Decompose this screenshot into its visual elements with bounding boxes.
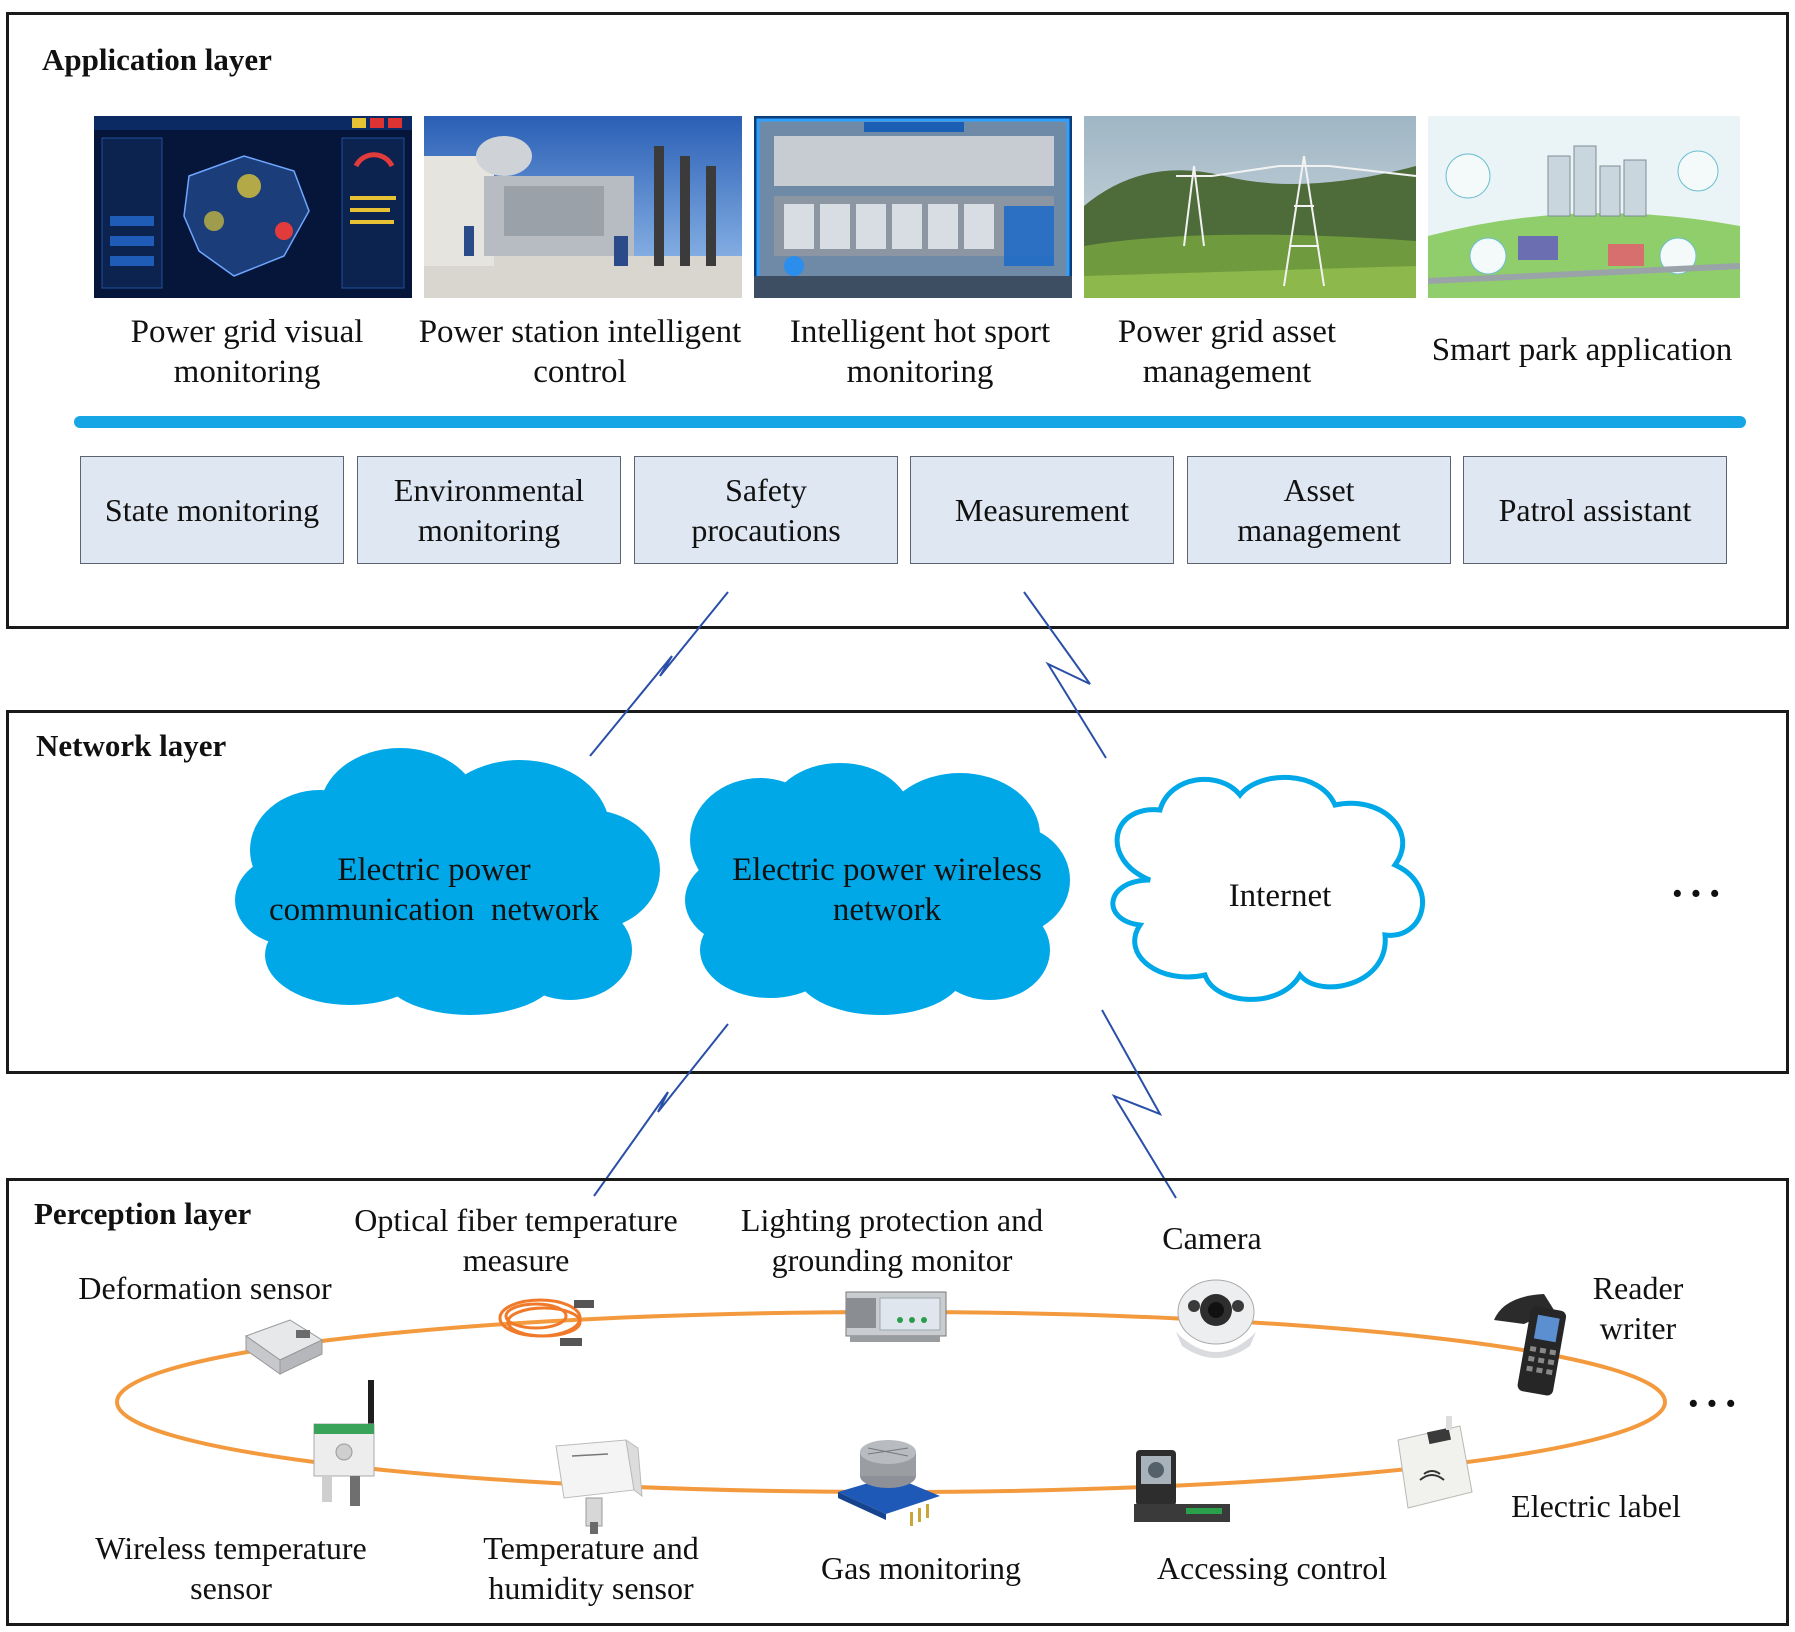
label-internet: Internet — [1180, 876, 1380, 916]
label-temperature-humidity-sensor: Temperature and humidity sensor — [466, 1528, 716, 1608]
caption-line: Intelligent hot sport — [789, 314, 1051, 350]
sensor-label-line: Accessing control — [1156, 1550, 1388, 1586]
network-layer-title: Network layer — [36, 728, 227, 763]
function-label: Safety — [725, 472, 807, 508]
function-label: Environmental — [393, 472, 585, 508]
wireless-temperature-sensor-icon — [306, 1380, 390, 1510]
label-electric-power-wireless-network: Electric power wireless network — [712, 850, 1062, 930]
sensor-label-line: Lighting protection and — [740, 1202, 1044, 1238]
label-deformation-sensor: Deformation sensor — [60, 1268, 350, 1308]
wireless-link-network-perception-right — [1101, 1009, 1177, 1199]
cloud-internet — [1110, 774, 1425, 1002]
label-electric-power-communication-network: Electric power communication network — [254, 850, 614, 930]
caption-line: monitoring — [846, 354, 994, 390]
sensor-label-line: Wireless temperature — [95, 1530, 367, 1566]
sensor-label-line: Optical fiber temperature — [354, 1202, 678, 1238]
caption-line: Smart park application — [1431, 332, 1733, 368]
perception-layer-title: Perception layer — [34, 1196, 252, 1231]
function-label: monitoring — [417, 512, 561, 548]
sensor-label-line: writer — [1599, 1310, 1677, 1346]
wireless-link-network-perception-left — [593, 1023, 729, 1197]
sensor-label-line: Reader — [1592, 1270, 1684, 1306]
sensor-label-line: grounding monitor — [771, 1242, 1013, 1278]
sensor-label-line: sensor — [190, 1570, 272, 1606]
optical-fiber-icon — [490, 1288, 600, 1358]
caption-power-grid-asset-management: Power grid asset management — [1092, 312, 1362, 392]
wireless-link-app-network-right — [1023, 591, 1107, 759]
access-control-icon — [1126, 1446, 1236, 1532]
caption-line: monitoring — [173, 354, 321, 390]
temp-humidity-sensor-icon — [546, 1436, 644, 1536]
wireless-link-app-network-left — [589, 591, 729, 757]
function-measurement: Measurement — [910, 456, 1174, 564]
caption-power-station-intelligent-control: Power station intelligent control — [404, 312, 756, 392]
label-gas-monitoring: Gas monitoring — [806, 1548, 1036, 1588]
deformation-sensor-icon — [240, 1316, 326, 1382]
label-wireless-temperature-sensor: Wireless temperature sensor — [76, 1528, 386, 1608]
cloud-label-line: communication network — [269, 892, 599, 928]
label-camera: Camera — [1132, 1218, 1292, 1258]
application-layer-title: Application layer — [42, 42, 272, 77]
cloud-electric-power-communication-network — [235, 748, 660, 1015]
label-accessing-control: Accessing control — [1142, 1548, 1402, 1588]
power-grid-visual-monitoring-image — [94, 116, 412, 298]
sensor-label-line: Deformation sensor — [78, 1270, 332, 1306]
gas-sensor-icon — [832, 1438, 948, 1534]
cloud-electric-power-wireless-network — [685, 763, 1070, 1015]
power-grid-asset-management-image — [1084, 116, 1416, 298]
rfid-label-icon — [1384, 1416, 1478, 1516]
function-label: Asset — [1283, 472, 1355, 508]
cloud-label-line: Internet — [1228, 878, 1332, 914]
caption-line: management — [1142, 354, 1312, 390]
handheld-reader-icon — [1484, 1290, 1574, 1402]
function-label: procautions — [691, 512, 841, 548]
application-bus-bar — [74, 416, 1746, 428]
sensor-label-line: humidity sensor — [488, 1570, 694, 1606]
caption-line: Power grid asset — [1117, 314, 1337, 350]
sensor-label-line: Camera — [1162, 1220, 1262, 1256]
perception-more-ellipsis: ··· — [1686, 1379, 1743, 1428]
function-environmental-monitoring: Environmental monitoring — [357, 456, 621, 564]
network-more-ellipsis: ··· — [1670, 869, 1727, 918]
cloud-label-line: Electric power — [337, 852, 531, 888]
function-label: State monitoring — [104, 492, 320, 528]
cloud-label-line: network — [832, 892, 942, 928]
function-safety-precautions: Safety procautions — [634, 456, 898, 564]
sensor-label-line: Electric label — [1511, 1488, 1681, 1524]
label-reader-writer: Reader writer — [1568, 1268, 1708, 1348]
label-optical-fiber-temperature-measure: Optical fiber temperature measure — [336, 1200, 696, 1280]
function-patrol-assistant: Patrol assistant — [1463, 456, 1727, 564]
sensor-label-line: Gas monitoring — [821, 1550, 1021, 1586]
sensor-label-line: measure — [462, 1242, 570, 1278]
function-asset-management: Asset management — [1187, 456, 1451, 564]
sensor-label-line: Temperature and — [483, 1530, 699, 1566]
intelligent-hot-sport-monitoring-image — [754, 116, 1072, 298]
caption-power-grid-visual-monitoring: Power grid visual monitoring — [94, 312, 400, 392]
function-label: management — [1237, 512, 1401, 548]
label-electric-label: Electric label — [1496, 1486, 1696, 1526]
smart-park-application-image — [1428, 116, 1740, 298]
cloud-label-line: Electric power wireless — [732, 852, 1042, 888]
grounding-monitor-icon — [840, 1284, 952, 1348]
function-label: Measurement — [954, 492, 1130, 528]
perception-layer-panel — [6, 1178, 1789, 1626]
dome-camera-icon — [1166, 1272, 1266, 1368]
function-state-monitoring: State monitoring — [80, 456, 344, 564]
caption-line: Power station intelligent — [418, 314, 742, 350]
label-lighting-protection-grounding-monitor: Lighting protection and grounding monito… — [722, 1200, 1062, 1280]
caption-smart-park-application: Smart park application — [1412, 330, 1752, 370]
function-label: Patrol assistant — [1498, 492, 1692, 528]
caption-line: Power grid visual — [130, 314, 364, 350]
power-station-intelligent-control-image — [424, 116, 742, 298]
caption-intelligent-hot-sport-monitoring: Intelligent hot sport monitoring — [762, 312, 1078, 392]
caption-line: control — [533, 354, 627, 390]
